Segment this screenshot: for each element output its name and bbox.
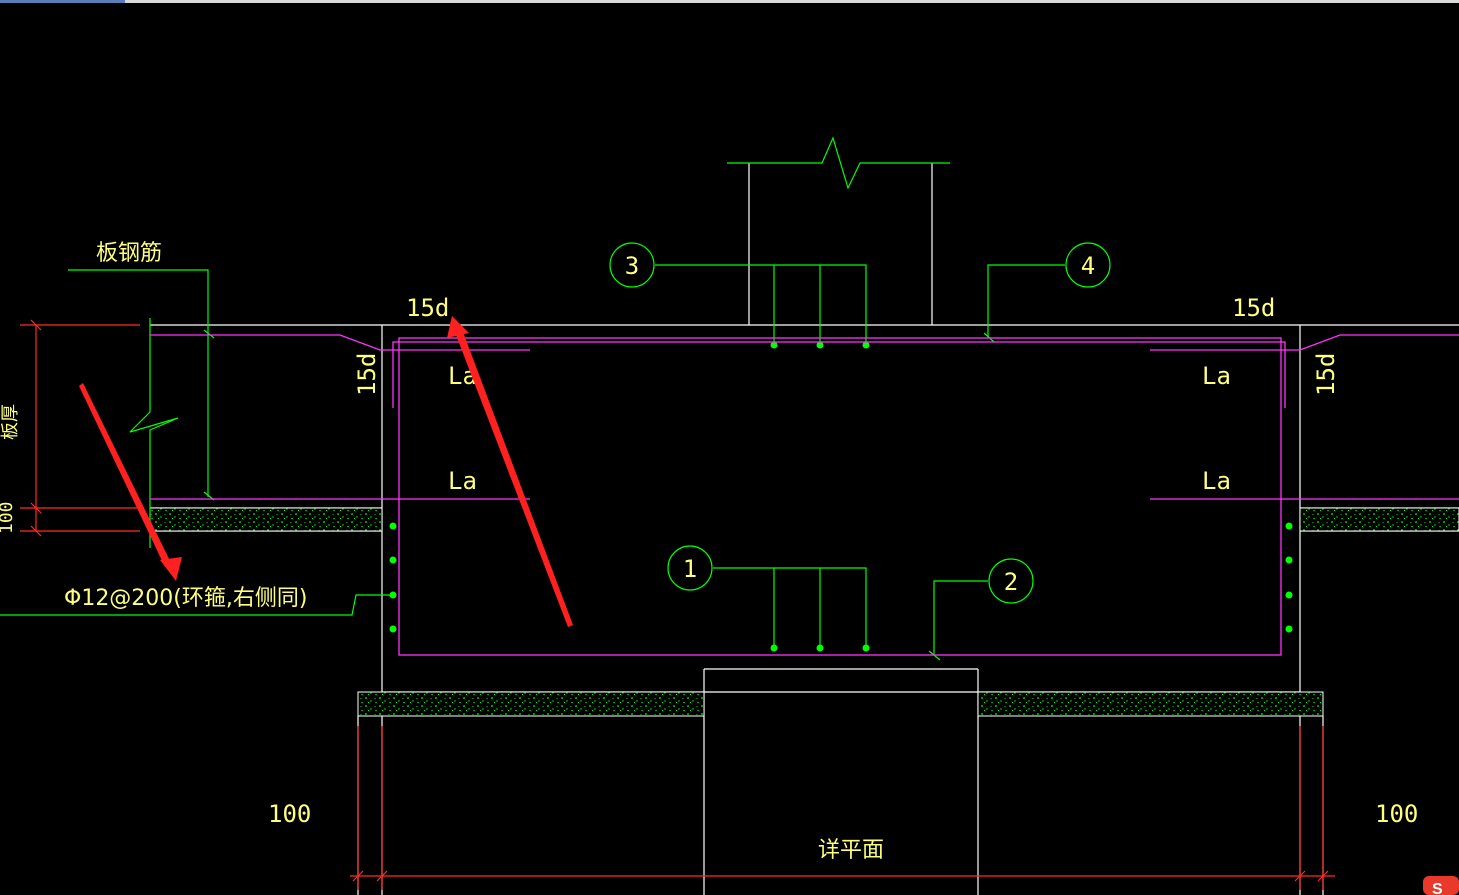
column-break-line bbox=[727, 136, 950, 190]
slab-rebar-leader bbox=[68, 269, 209, 497]
bubble-3-label: 3 bbox=[625, 252, 639, 280]
corner-logo: S bbox=[1423, 876, 1459, 895]
slab-break-line bbox=[129, 318, 179, 548]
dim-100-right: 100 bbox=[1375, 800, 1418, 828]
cushion-right-slab bbox=[1299, 507, 1459, 532]
len-15d-vert-right: 15d bbox=[1312, 353, 1340, 396]
len-15d-right: 15d bbox=[1232, 294, 1275, 322]
detail-plan-label: 详平面 bbox=[818, 838, 884, 863]
beam-stirrup bbox=[398, 337, 1282, 656]
slab-rebar-label: 板钢筋 bbox=[96, 241, 162, 266]
bubble-4-leader bbox=[987, 264, 1065, 338]
bubble-2: 2 bbox=[988, 558, 1034, 604]
window-top-edge bbox=[0, 0, 1459, 3]
window-tab-strip bbox=[0, 0, 125, 3]
corner-logo-text: S bbox=[1432, 881, 1443, 895]
bubble-1: 1 bbox=[667, 545, 713, 591]
la-bot-right: La bbox=[1202, 467, 1231, 495]
bubble-1-label: 1 bbox=[683, 555, 697, 583]
cushion-bottom-left bbox=[357, 691, 705, 717]
bubble-4: 4 bbox=[1065, 242, 1111, 288]
la-bot-left: La bbox=[448, 467, 477, 495]
stirrup-leader bbox=[0, 594, 393, 616]
bubble-3: 3 bbox=[609, 242, 655, 288]
annotation-arrow-center bbox=[447, 316, 573, 627]
bubble-2-label: 2 bbox=[1004, 568, 1018, 596]
stirrup-note: Φ12@200(环箍,右侧同) bbox=[64, 586, 307, 611]
bubble-1-leader bbox=[713, 567, 867, 648]
annotation-arrow-left bbox=[79, 383, 182, 581]
bottom-dim-label: 100 bbox=[0, 501, 17, 534]
slab-thickness-label: 板厚 bbox=[0, 404, 21, 440]
len-15d-vert-left: 15d bbox=[353, 353, 381, 396]
len-15d-left: 15d bbox=[406, 294, 449, 322]
cushion-left-slab bbox=[149, 507, 383, 532]
dim-100-left: 100 bbox=[268, 800, 311, 828]
rebar-lines bbox=[150, 334, 1459, 656]
cushion-bottom-right bbox=[977, 691, 1324, 717]
bubble-4-label: 4 bbox=[1081, 252, 1095, 280]
rebar-dots bbox=[389, 341, 1293, 652]
bubble-2-leader bbox=[933, 580, 988, 655]
bubble-3-leader bbox=[655, 264, 867, 345]
leader-lines bbox=[0, 136, 1065, 661]
dimension-lines bbox=[20, 319, 1335, 890]
la-top-right: La bbox=[1202, 362, 1231, 390]
